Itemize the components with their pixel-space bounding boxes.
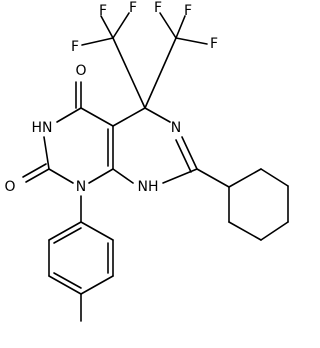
- fluorine-label-2: F: [129, 0, 137, 16]
- bond-aryl-1: [80, 221, 114, 241]
- bond-c2-o-outer: [25, 168, 50, 183]
- bond-lines: [22, 12, 289, 322]
- bond-n6-c7-outer: [181, 136, 198, 170]
- bond-c5-cf3-left: [112, 37, 146, 109]
- bond-c2-o-inner: [22, 163, 47, 178]
- nh-nitrogen: NH: [138, 179, 159, 195]
- fluorine-label-5: F: [184, 3, 192, 19]
- bond-cyclohexyl-5: [228, 221, 262, 241]
- bond-c5-cf3-right: [144, 37, 177, 109]
- amide-nitrogen-hn: HN: [32, 120, 53, 136]
- bond-cf3-right-f-left: [159, 12, 177, 39]
- bond-c5-c4a: [112, 107, 146, 127]
- bond-c4a-c4: [80, 107, 114, 127]
- bond-n1-c8a: [88, 168, 114, 184]
- bond-cf3-left-f-right: [112, 12, 130, 39]
- bond-cyclohexyl-2: [260, 168, 289, 187]
- fluorine-label-4: F: [154, 0, 162, 16]
- bond-cf3-right-f-right: [175, 37, 208, 45]
- fluorine-label-3: F: [71, 39, 79, 55]
- bond-c4-nh: [56, 107, 82, 123]
- bond-aryl-3: [80, 275, 114, 295]
- fluorine-label-6: F: [210, 36, 218, 52]
- bond-nh-c2: [43, 136, 50, 170]
- bond-cyclohexyl-1: [228, 168, 262, 188]
- bond-c7-nh: [162, 168, 198, 184]
- bond-aryl-6: [48, 221, 82, 241]
- bond-n6-c7-inner: [175, 139, 192, 173]
- fluorine-label-1: F: [99, 3, 107, 19]
- imine-nitrogen: N: [171, 120, 181, 136]
- bond-c5-n6: [144, 107, 171, 123]
- bond-cf3-left-f-left: [81, 37, 114, 46]
- carbonyl-oxygen-top: O: [75, 63, 86, 79]
- atom-labels: F F F F F F O O HN N N NH: [4, 0, 218, 195]
- bond-c7-cyclohexyl: [196, 168, 230, 188]
- bond-nh-c8a: [112, 168, 134, 184]
- bond-cf3-left-f-top: [100, 15, 114, 39]
- aryl-nitrogen: N: [76, 179, 86, 195]
- bond-aryl-4: [48, 275, 82, 295]
- carbonyl-oxygen-left: O: [4, 179, 15, 195]
- bond-aryl-4-inner: [53, 272, 82, 289]
- bond-aryl-6-inner: [53, 227, 82, 244]
- bond-cyclohexyl-4: [260, 221, 289, 241]
- bond-c2-n1: [48, 168, 74, 184]
- bond-cf3-right-f-top: [175, 15, 186, 39]
- molecule-structure: F F F F F F O O HN N N NH: [4, 0, 289, 322]
